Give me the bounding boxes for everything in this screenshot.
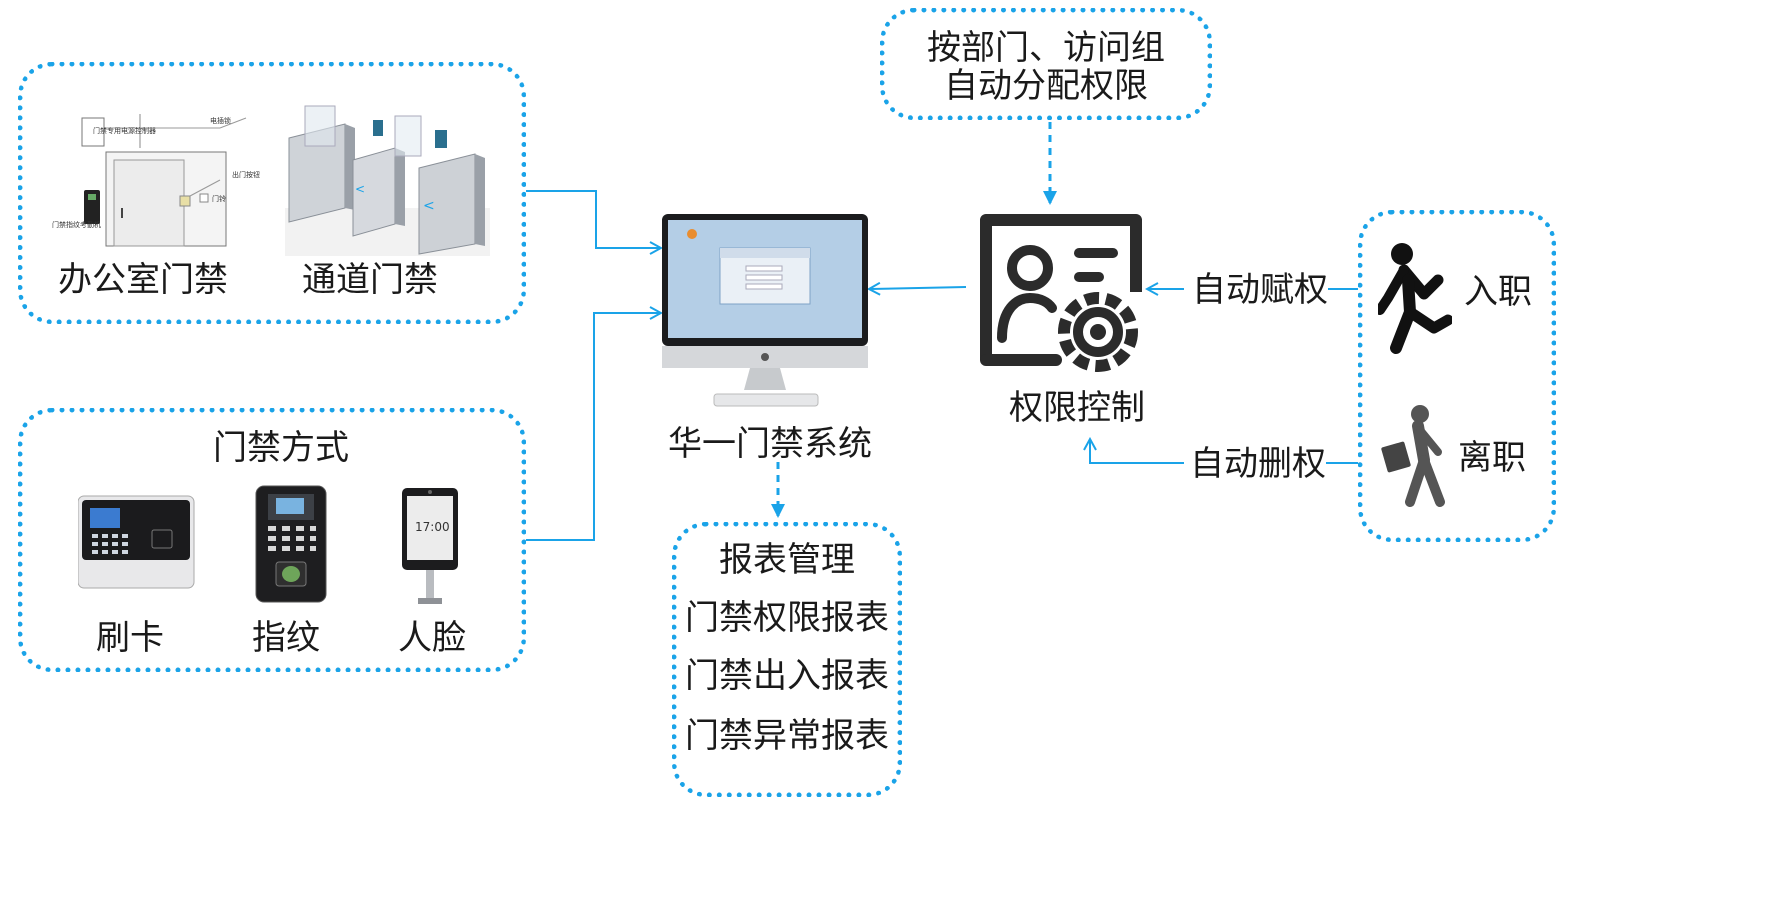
dept-auto-permission-panel (880, 8, 1212, 120)
leave-label: 离职 (1458, 438, 1526, 478)
office-door-diagram (81, 114, 247, 247)
system-label: 华一门禁系统 (668, 424, 872, 464)
permission-label: 权限控制 (1009, 388, 1145, 428)
office-access-panel (18, 62, 526, 324)
office-access-label: 办公室门禁 (58, 260, 228, 300)
svg-text:<: < (423, 198, 435, 214)
report-item-permission: 门禁权限报表 (685, 598, 889, 638)
office-to-system-connector (526, 190, 660, 248)
dept-line-1: 按部门、访问组 (927, 28, 1165, 68)
computer-monitor-icon (662, 214, 868, 407)
auto-revoke-label: 自动删权 (1190, 444, 1326, 484)
dept-line-2: 自动分配权限 (944, 66, 1148, 106)
report-item-in-out: 门禁出入报表 (685, 656, 889, 696)
report-title: 报表管理 (719, 540, 855, 580)
face-recognition-device (402, 488, 458, 604)
access-method-panel (18, 408, 526, 672)
method-card-label: 刷卡 (96, 618, 164, 658)
join-label: 入职 (1464, 272, 1532, 312)
auto-grant-label: 自动赋权 (1192, 270, 1328, 310)
fingerprint-device (255, 485, 327, 603)
method-fingerprint-label: 指纹 (252, 618, 320, 658)
office-note-lock: 电插锁 (210, 117, 231, 125)
running-person-icon (1378, 243, 1452, 354)
report-item-exception: 门禁异常报表 (685, 716, 889, 756)
channel-access-label: 通道门禁 (302, 260, 438, 300)
svg-text:<: < (355, 182, 365, 196)
access-method-title: 门禁方式 (213, 428, 349, 468)
report-management-panel (672, 522, 902, 797)
walking-person-briefcase-icon (1381, 405, 1445, 507)
method-face-label: 人脸 (398, 618, 466, 658)
permission-control-icon (980, 214, 1142, 372)
card-reader-device (78, 495, 195, 589)
face-device-time: 17:00 (415, 520, 450, 534)
method-to-system-connector (526, 313, 660, 541)
staff-status-panel (1358, 210, 1556, 542)
office-note-button: 出门按钮 (232, 171, 260, 179)
office-note-bell: 门铃 (212, 195, 226, 203)
revoke-connector (1090, 440, 1184, 464)
turnstile-gates-illustration: < < (285, 105, 490, 256)
office-note-power: 门禁专用电源控制器 (93, 127, 156, 135)
office-note-device: 门禁指纹考勤机 (52, 221, 101, 229)
permission-to-system-connector (870, 287, 967, 289)
